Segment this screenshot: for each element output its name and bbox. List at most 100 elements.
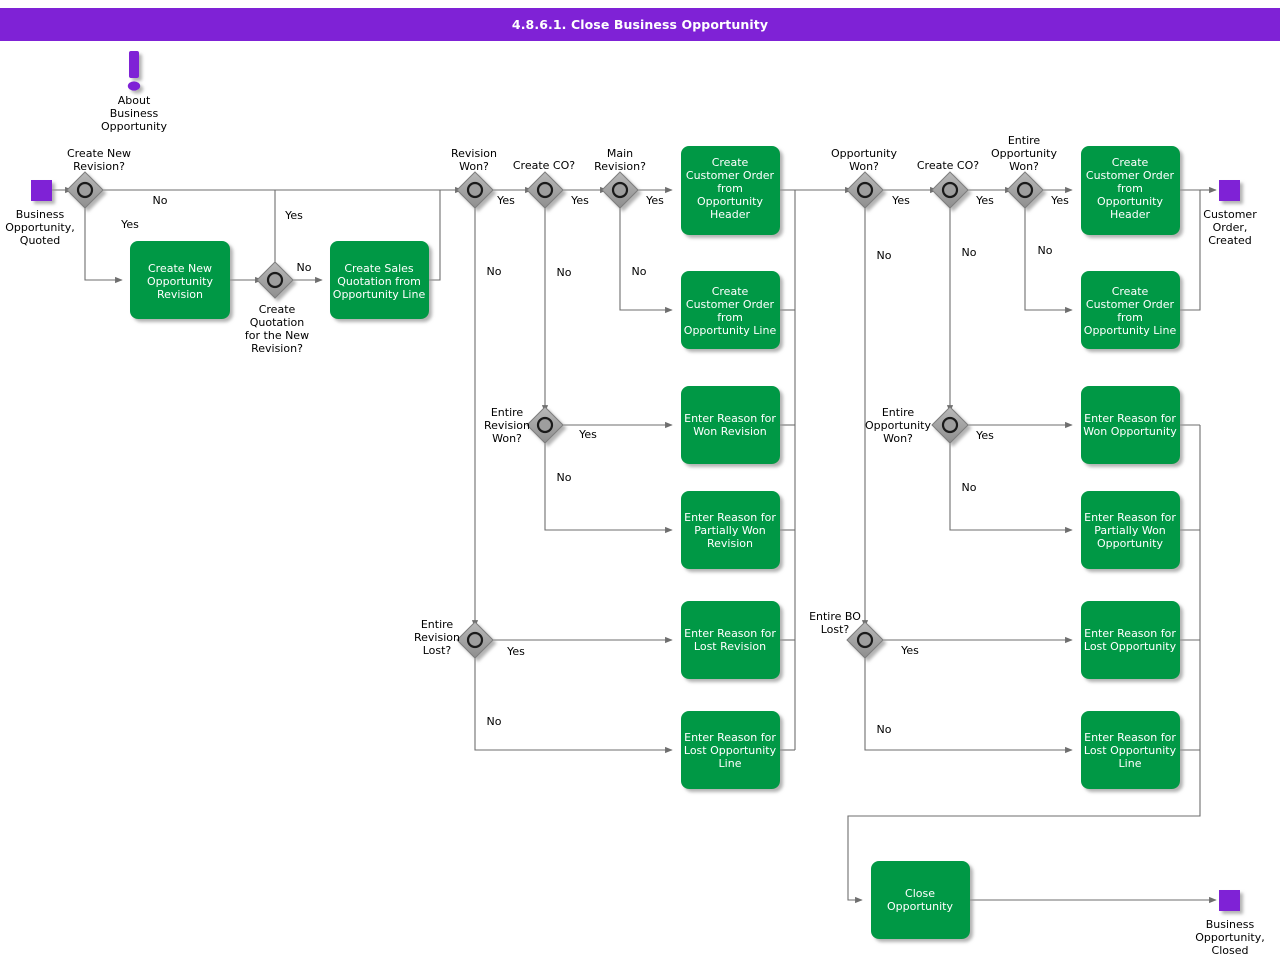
task-enter-reason-for-partially-won-opportunity[interactable]: Enter Reason for Partially Won Opportuni… — [1081, 491, 1180, 569]
gw-g7-label-1: Revision — [414, 631, 460, 644]
gateway-main-revision[interactable]: Main Revision? — [594, 147, 646, 209]
task-create-new-opportunity-revision[interactable]: Create New Opportunity Revision — [130, 241, 230, 319]
task-t15-line-0: Close — [905, 887, 935, 900]
task-t10-line-2: from — [1117, 311, 1143, 324]
gateway-entire-opportunity-won-mid[interactable]: Entire Opportunity Won? — [865, 406, 969, 445]
task-t3-line-0: Create — [712, 156, 749, 169]
task-t9-line-2: from — [1117, 182, 1143, 195]
task-create-customer-order-from-opportunity-line-opp[interactable]: Create Customer Order from Opportunity L… — [1081, 271, 1180, 349]
event-customer-order-created[interactable]: Customer Order, Created — [1203, 180, 1257, 247]
gw-g10-label-1: Opportunity — [991, 147, 1058, 160]
edge-g1-yes — [84, 203, 123, 284]
task-t1-line-0: Create New — [148, 262, 212, 275]
gw-g8-label-0: Opportunity — [831, 147, 898, 160]
task-t10-line-3: Opportunity Line — [1084, 324, 1177, 337]
gw-g8-label-1: Won? — [849, 160, 879, 173]
edge-label-g8-no: No — [877, 249, 892, 262]
gateway-revision-won[interactable]: Revision Won? — [451, 147, 497, 209]
task-t7-line-0: Enter Reason for — [684, 627, 776, 640]
task-enter-reason-for-lost-opportunity-line-opp[interactable]: Enter Reason for Lost Opportunity Line — [1081, 711, 1180, 789]
end-event-bo-label-0: Business — [1206, 918, 1255, 931]
gateway-entire-opportunity-won-top[interactable]: Entire Opportunity Won? — [991, 134, 1058, 209]
edge-label-g9-yes: Yes — [975, 194, 994, 207]
edge-label-g8-yes: Yes — [891, 194, 910, 207]
task-enter-reason-for-lost-opportunity[interactable]: Enter Reason for Lost Opportunity — [1081, 601, 1180, 679]
edge-g6-no — [544, 438, 673, 534]
edge-label-g1-yes: Yes — [120, 218, 139, 231]
task-enter-reason-for-lost-revision[interactable]: Enter Reason for Lost Revision — [681, 601, 780, 679]
gateway-create-co-opportunity[interactable]: Create CO? — [917, 159, 979, 209]
gw-g9-label-0: Create CO? — [917, 159, 979, 172]
task-enter-reason-for-won-opportunity[interactable]: Enter Reason for Won Opportunity — [1081, 386, 1180, 464]
task-t6-line-1: Partially Won — [694, 524, 766, 537]
gw-g4-label-0: Create CO? — [513, 159, 575, 172]
task-enter-reason-for-won-revision[interactable]: Enter Reason for Won Revision — [681, 386, 780, 464]
task-enter-reason-for-lost-opportunity-line-rev[interactable]: Enter Reason for Lost Opportunity Line — [681, 711, 780, 789]
task-t8-line-1: Lost Opportunity — [684, 744, 777, 757]
task-t14-line-1: Lost Opportunity — [1084, 744, 1177, 757]
gateway-entire-revision-won[interactable]: Entire Revision Won? — [484, 406, 564, 445]
task-create-customer-order-from-opportunity-header-rev[interactable]: Create Customer Order from Opportunity H… — [681, 146, 780, 235]
start-event-label-1: Opportunity, — [5, 221, 75, 234]
task-enter-reason-for-partially-won-revision[interactable]: Enter Reason for Partially Won Revision — [681, 491, 780, 569]
task-t7-line-1: Lost Revision — [694, 640, 766, 653]
edge-g10-no — [1024, 203, 1073, 314]
task-t6-line-2: Revision — [707, 537, 753, 550]
edge-label-g12-no: No — [877, 723, 892, 736]
task-t14-line-2: Line — [1119, 757, 1142, 770]
task-t5-line-0: Enter Reason for — [684, 412, 776, 425]
gateway-opportunity-won[interactable]: Opportunity Won? — [831, 147, 898, 209]
edge-labels: No Yes Yes No Yes No Yes No Yes No Yes N… — [120, 194, 1069, 736]
task-t2-line-2: Opportunity Line — [333, 288, 426, 301]
end-event-co-label-1: Order, — [1213, 221, 1248, 234]
task-t3-line-3: Opportunity — [697, 195, 764, 208]
edge-label-g1-no: No — [153, 194, 168, 207]
gw-g3-label-1: Won? — [459, 160, 489, 173]
gateway-create-new-revision[interactable]: Create New Revision? — [66, 147, 131, 209]
task-create-customer-order-from-opportunity-header-opp[interactable]: Create Customer Order from Opportunity H… — [1081, 146, 1180, 235]
gw-g2-label-2: for the New — [245, 329, 309, 342]
task-t12-line-2: Opportunity — [1097, 537, 1164, 550]
edge-t2-to-rail — [429, 190, 441, 281]
edge-label-g5-no: No — [632, 265, 647, 278]
end-event-co-label-2: Created — [1208, 234, 1252, 247]
gw-g5-label-1: Revision? — [594, 160, 646, 173]
task-close-opportunity[interactable]: Close Opportunity — [871, 861, 970, 939]
gateway-create-co-revision[interactable]: Create CO? — [513, 159, 575, 209]
event-business-opportunity-closed[interactable]: Business Opportunity, Closed — [1195, 890, 1265, 957]
end-event-bo-label-1: Opportunity, — [1195, 931, 1265, 944]
task-t4-line-3: Opportunity Line — [684, 324, 777, 337]
gw-g2-label-1: Quotation — [250, 316, 305, 329]
rail-mid-right-vertical — [779, 189, 796, 750]
task-t13-line-1: Lost Opportunity — [1084, 640, 1177, 653]
gw-g6-label-1: Revision — [484, 419, 530, 432]
task-create-sales-quotation-from-opportunity-line[interactable]: Create Sales Quotation from Opportunity … — [330, 241, 429, 319]
gw-g5-label-0: Main — [607, 147, 633, 160]
edge-label-g5-yes: Yes — [645, 194, 664, 207]
gateway-entire-bo-lost[interactable]: Entire BO Lost? — [809, 610, 884, 659]
title-bar: 4.8.6.1. Close Business Opportunity — [0, 8, 1280, 41]
task-t9-line-3: Opportunity — [1097, 195, 1164, 208]
gw-g12-label-0: Entire BO — [809, 610, 861, 623]
about-label-line-1: Business — [110, 107, 159, 120]
task-create-customer-order-from-opportunity-line-rev[interactable]: Create Customer Order from Opportunity L… — [681, 271, 780, 349]
edge-label-g3-no: No — [487, 265, 502, 278]
event-business-opportunity-quoted[interactable]: Business Opportunity, Quoted — [5, 180, 75, 247]
task-t2-line-1: Quotation from — [337, 275, 421, 288]
edge-label-g11-yes: Yes — [975, 429, 994, 442]
edge-label-g6-no: No — [557, 471, 572, 484]
task-t3-line-1: Customer Order — [686, 169, 775, 182]
task-t5-line-1: Won Revision — [693, 425, 766, 438]
gw-g6-label-0: Entire — [491, 406, 524, 419]
task-t9-line-0: Create — [1112, 156, 1149, 169]
gateway-create-quotation-new-revision[interactable]: Create Quotation for the New Revision? — [245, 261, 309, 355]
edge-label-g7-no: No — [487, 715, 502, 728]
gw-g7-label-2: Lost? — [423, 644, 452, 657]
edge-label-g4-yes: Yes — [570, 194, 589, 207]
gateway-entire-revision-lost[interactable]: Entire Revision Lost? — [414, 618, 494, 659]
gw-g12-label-1: Lost? — [821, 623, 850, 636]
task-t4-line-0: Create — [712, 285, 749, 298]
task-t3-line-4: Header — [710, 208, 751, 221]
gw-g11-label-2: Won? — [883, 432, 913, 445]
